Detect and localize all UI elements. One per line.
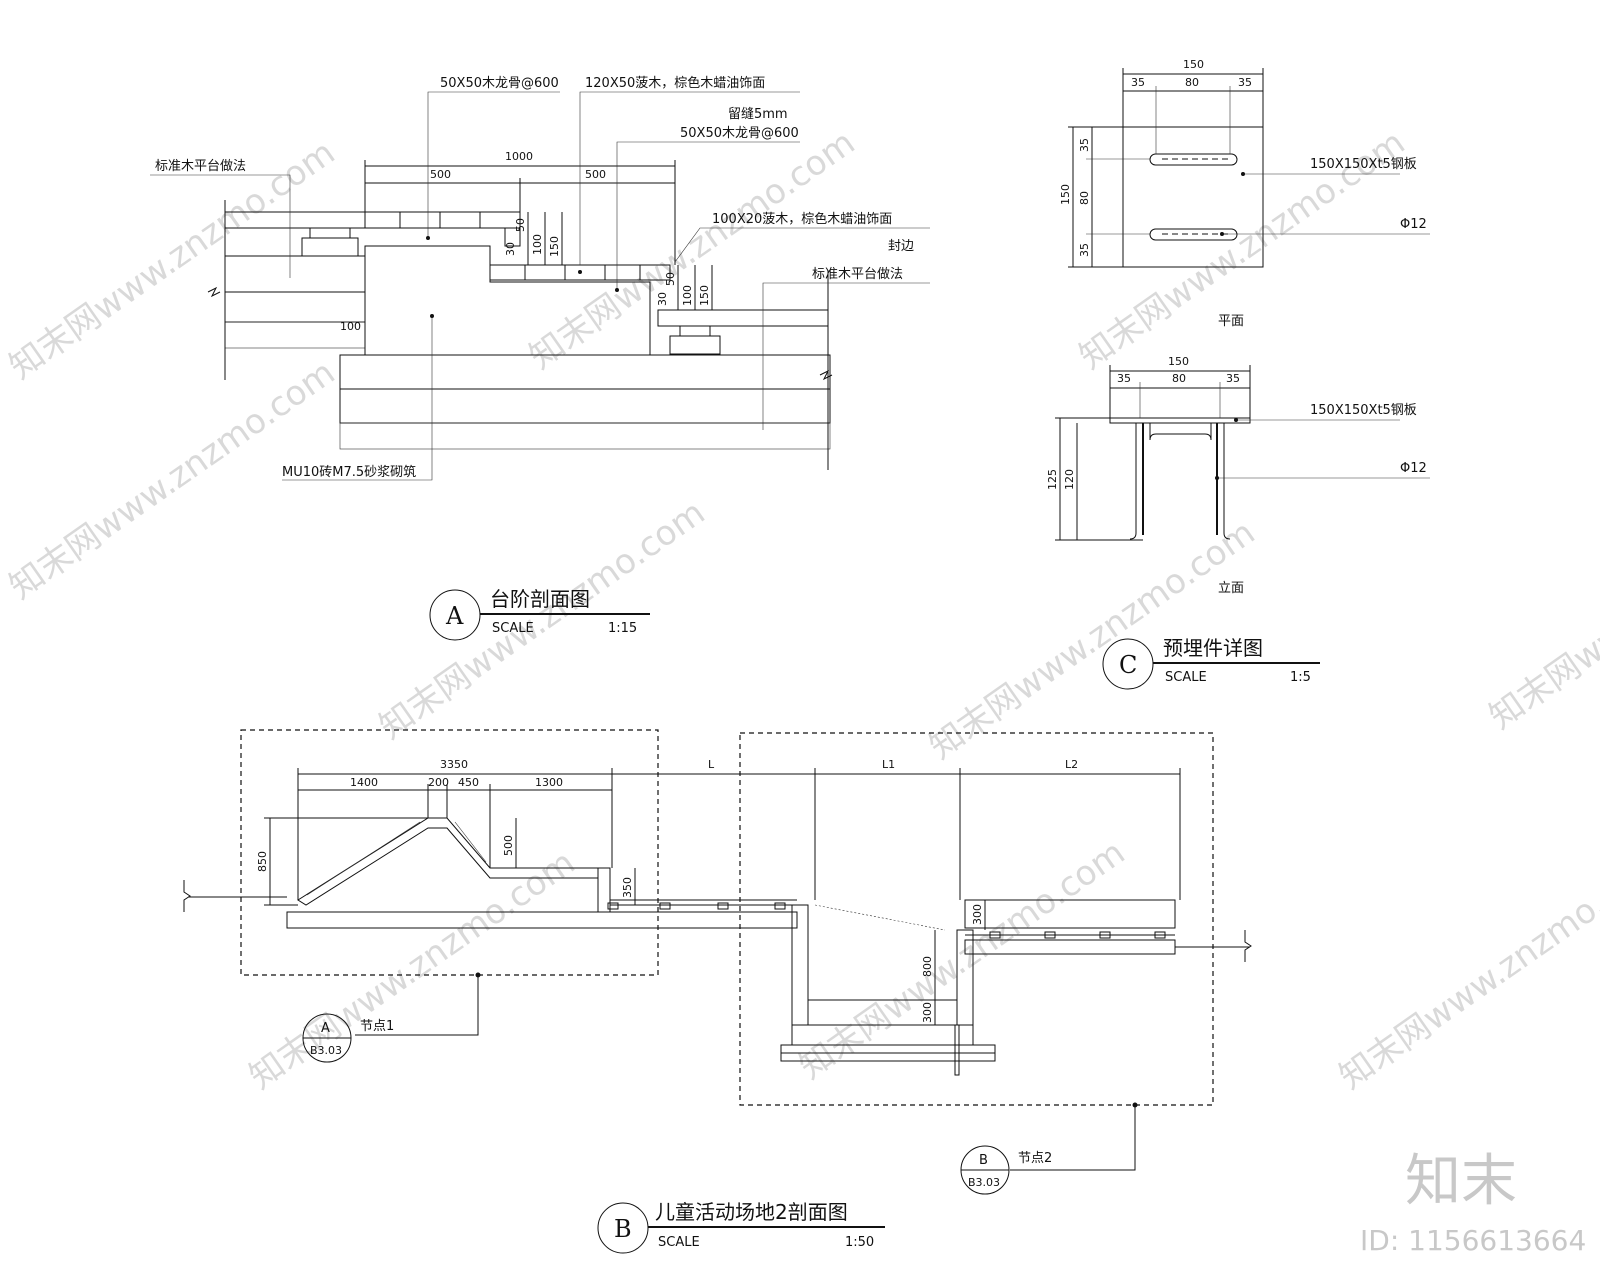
node-2-frame bbox=[739, 732, 1214, 1106]
dim-a-100b: 100 bbox=[681, 285, 694, 306]
elev-dim-w: 150 bbox=[1168, 355, 1189, 368]
plan-plate-label: 150X150Xt5钢板 bbox=[1310, 157, 1417, 172]
elev-dim-120: 120 bbox=[1063, 469, 1076, 490]
section-b-scale-value: 1:50 bbox=[845, 1235, 874, 1250]
embed-plate-plan bbox=[1122, 126, 1264, 268]
dim-a-30: 30 bbox=[504, 242, 517, 256]
dim-b-800: 800 bbox=[921, 956, 934, 977]
section-c-title: 预埋件详图 bbox=[1163, 636, 1263, 660]
dim-a-150a: 150 bbox=[548, 236, 561, 257]
section-b-scale-label: SCALE bbox=[658, 1235, 700, 1250]
dim-b-300a: 300 bbox=[971, 904, 984, 925]
label-teak-top: 120X50菠木，棕色木蜡油饰面 bbox=[585, 75, 765, 91]
watermark-text: 知末网www.znzmo.com bbox=[1332, 843, 1600, 1098]
node-2-label: 节点2 bbox=[1018, 1151, 1052, 1166]
dim-a-150b: 150 bbox=[698, 285, 711, 306]
dim-b-350: 350 bbox=[621, 877, 634, 898]
plan-dim-h: 150 bbox=[1059, 184, 1072, 205]
dim-b-total: 3350 bbox=[440, 758, 468, 771]
dim-b-500: 500 bbox=[502, 835, 515, 856]
embed-plate-elevation bbox=[1109, 417, 1251, 424]
watermark-id: ID: 1156613664 bbox=[1360, 1224, 1586, 1257]
section-c-drawing: 150 35 80 35 150 35 80 35 150X150Xt5钢板 Φ… bbox=[1046, 58, 1430, 690]
plan-dim-a: 35 bbox=[1131, 76, 1145, 89]
dim-b-1300: 1300 bbox=[535, 776, 563, 789]
section-a-scale-label: SCALE bbox=[492, 621, 534, 636]
dim-b-300b: 300 bbox=[921, 1002, 934, 1023]
top-step-boards bbox=[364, 211, 521, 229]
dim-b-450: 450 bbox=[458, 776, 479, 789]
watermark-text: 知末网www.znzmo.com bbox=[1482, 483, 1600, 738]
elev-label: 立面 bbox=[1218, 581, 1244, 596]
dim-b-200: 200 bbox=[428, 776, 449, 789]
dim-b-L2: L2 bbox=[1065, 758, 1078, 771]
label-teak-side: 100X20菠木，棕色木蜡油饰面 bbox=[712, 211, 892, 227]
watermark-logo: 知末 bbox=[1405, 1149, 1517, 1214]
dim-a-50b: 50 bbox=[664, 272, 677, 286]
plan-dim-w: 150 bbox=[1183, 58, 1204, 71]
elev-dim-125: 125 bbox=[1046, 469, 1059, 490]
node-1-label: 节点1 bbox=[360, 1019, 394, 1034]
watermark-text: 知末网www.znzmo.com bbox=[242, 843, 582, 1098]
plan-dim-c: 35 bbox=[1238, 76, 1252, 89]
elev-dim-c: 35 bbox=[1226, 372, 1240, 385]
slab-left bbox=[286, 911, 798, 929]
watermark-text: 知末网www.znzmo.com bbox=[522, 123, 862, 378]
right-deck-board bbox=[657, 309, 829, 327]
label-gap: 留缝5mm bbox=[728, 107, 788, 122]
section-a-scale-value: 1:15 bbox=[608, 621, 637, 636]
elev-dim-b: 80 bbox=[1172, 372, 1186, 385]
base-concrete bbox=[339, 354, 831, 390]
dim-b-850: 850 bbox=[256, 851, 269, 872]
node-1-letter: A bbox=[321, 1021, 330, 1036]
base-gravel bbox=[339, 388, 831, 424]
node-1-sheet: B3.03 bbox=[310, 1044, 342, 1057]
dim-a-100: 100 bbox=[340, 320, 361, 333]
node-2-sheet: B3.03 bbox=[968, 1176, 1000, 1189]
section-a-letter: A bbox=[445, 602, 464, 630]
plan-dim-hb: 80 bbox=[1078, 191, 1091, 205]
elev-dim-a: 35 bbox=[1117, 372, 1131, 385]
dim-a-50a: 50 bbox=[514, 218, 527, 232]
dim-a-half-right: 500 bbox=[585, 168, 606, 181]
plan-dim-hc: 35 bbox=[1078, 243, 1091, 257]
dim-a-total: 1000 bbox=[505, 150, 533, 163]
section-b-title: 儿童活动场地2剖面图 bbox=[655, 1200, 848, 1224]
dim-b-1400: 1400 bbox=[350, 776, 378, 789]
left-concrete bbox=[224, 255, 366, 293]
watermark-text: 知末网www.znzmo.com bbox=[792, 833, 1132, 1088]
dim-a-half-left: 500 bbox=[430, 168, 451, 181]
label-standard-right: 标准木平台做法 bbox=[812, 267, 903, 282]
watermark-layer: 知末网www.znzmo.com 知末网www.znzmo.com 知末网www… bbox=[2, 123, 1600, 1257]
dim-a-100a: 100 bbox=[531, 234, 544, 255]
left-gravel bbox=[224, 291, 366, 323]
section-c-letter: C bbox=[1119, 651, 1137, 679]
label-edge: 封边 bbox=[888, 239, 914, 254]
node-2-letter: B bbox=[979, 1153, 988, 1168]
elev-plate-label: 150X150Xt5钢板 bbox=[1310, 403, 1417, 418]
plan-label: 平面 bbox=[1218, 314, 1244, 329]
dim-b-L1: L1 bbox=[882, 758, 895, 771]
label-standard-left: 标准木平台做法 bbox=[155, 159, 246, 174]
section-c-scale-value: 1:5 bbox=[1290, 670, 1311, 685]
plan-dim-ha: 35 bbox=[1078, 138, 1091, 152]
node-1-frame bbox=[240, 729, 659, 976]
plan-bar-label: Φ12 bbox=[1400, 217, 1427, 232]
watermark-text: 知末网www.znzmo.com bbox=[372, 493, 712, 748]
plan-dim-b: 80 bbox=[1185, 76, 1199, 89]
dim-b-L: L bbox=[708, 758, 715, 771]
section-a-title: 台阶剖面图 bbox=[490, 587, 590, 611]
elev-bar-label: Φ12 bbox=[1400, 461, 1427, 476]
label-brick: MU10砖M7.5砂浆砌筑 bbox=[282, 464, 416, 480]
section-a-drawing: 1000 500 500 100 50 100 150 30 50 100 15… bbox=[150, 75, 930, 641]
dim-a-30b: 30 bbox=[656, 292, 669, 306]
section-b-letter: B bbox=[614, 1215, 632, 1243]
section-b-drawing: 3350 1400 200 450 1300 L L1 L2 850 500 3… bbox=[183, 729, 1252, 1254]
section-c-scale-label: SCALE bbox=[1165, 670, 1207, 685]
label-wood-keel-1: 50X50木龙骨@600 bbox=[440, 76, 559, 91]
label-wood-keel-2: 50X50木龙骨@600 bbox=[680, 126, 799, 141]
